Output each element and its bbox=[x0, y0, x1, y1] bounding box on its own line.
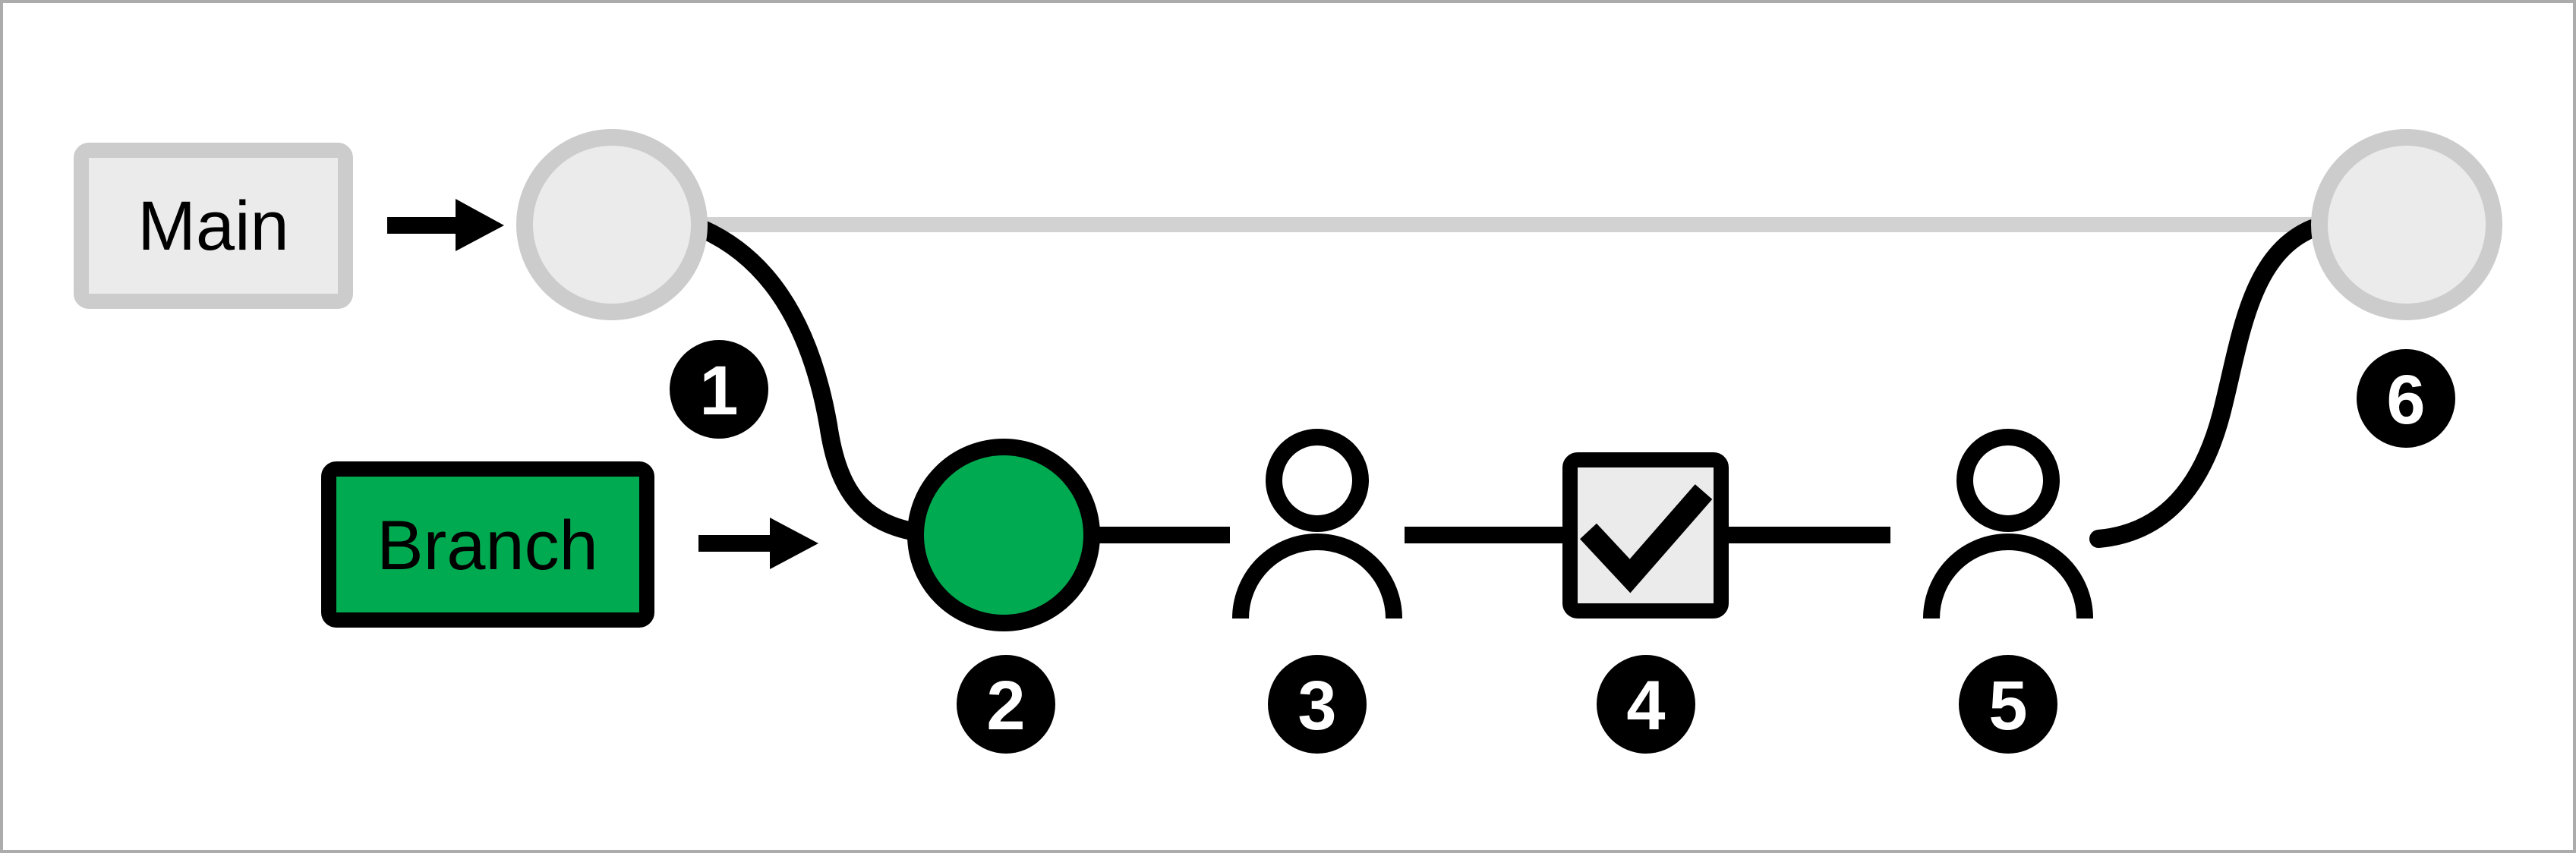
main-label-background bbox=[74, 143, 353, 309]
person-icon bbox=[1232, 429, 1402, 619]
branch-out-curve bbox=[694, 220, 929, 542]
main-label-box: Main bbox=[74, 143, 353, 309]
step-badge-circle bbox=[1597, 655, 1695, 754]
main-arrow bbox=[387, 199, 504, 251]
step-badge-number: 3 bbox=[1297, 667, 1336, 744]
step-badge-circle bbox=[957, 655, 1055, 754]
merge-in-curve bbox=[2089, 219, 2322, 548]
branch-arrow-head-icon bbox=[770, 518, 818, 569]
person-icon bbox=[1923, 429, 2093, 619]
step-badge-4: 4 bbox=[1597, 655, 1695, 754]
step-badge-number: 4 bbox=[1626, 667, 1665, 744]
step-badge-6: 6 bbox=[2357, 349, 2455, 448]
person-body bbox=[1232, 534, 1402, 619]
step-badge-3: 3 bbox=[1268, 655, 1367, 754]
branch-label-background bbox=[321, 461, 654, 628]
checkbox-box bbox=[1562, 452, 1729, 619]
branch-arrow bbox=[698, 518, 818, 569]
checkmark-icon bbox=[1580, 484, 1713, 593]
step-badge-5: 5 bbox=[1959, 655, 2057, 754]
step-badge-circle bbox=[1959, 655, 2057, 754]
person-body bbox=[1923, 534, 2093, 619]
main-arrow-head-icon bbox=[456, 199, 504, 251]
step-badge-number: 1 bbox=[699, 352, 738, 430]
step-badge-number: 2 bbox=[986, 667, 1025, 744]
step-badge-1: 1 bbox=[670, 340, 768, 439]
main-label: Main bbox=[137, 187, 288, 265]
person-head bbox=[1956, 429, 2060, 532]
main-start-commit-circle bbox=[516, 129, 708, 320]
branch-label-box: Branch bbox=[321, 461, 654, 628]
step-badge-circle bbox=[670, 340, 768, 439]
branch-label: Branch bbox=[377, 507, 598, 584]
main-merge-commit-circle bbox=[2311, 129, 2502, 320]
checkbox-checked-icon bbox=[1562, 452, 1729, 619]
step-badge-circle bbox=[2357, 349, 2455, 448]
step-badge-circle bbox=[1268, 655, 1367, 754]
person-head bbox=[1266, 429, 1369, 532]
step-badge-2: 2 bbox=[957, 655, 1055, 754]
step-badge-number: 6 bbox=[2386, 361, 2425, 439]
step-badge-number: 5 bbox=[1988, 667, 2027, 744]
branch-commit-circle bbox=[907, 439, 1100, 631]
